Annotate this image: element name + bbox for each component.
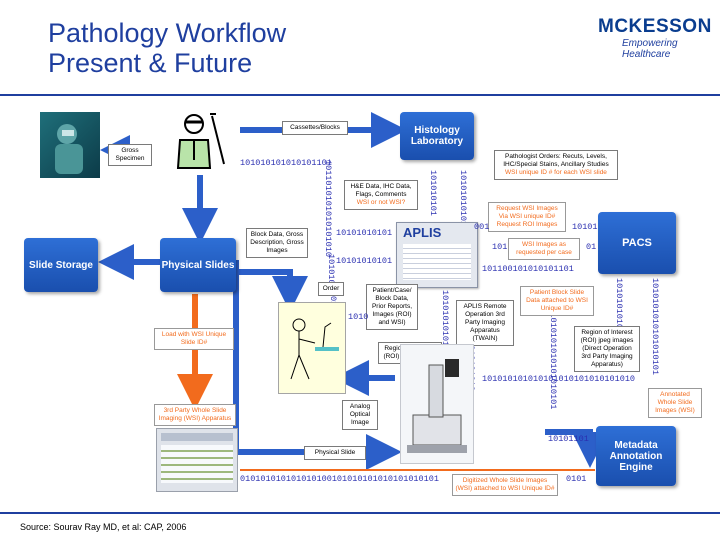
logo-tagline: Empowering Healthcare [622, 38, 678, 60]
aplis-logo: APLIS [403, 225, 442, 240]
binary-stream: 10101 [572, 222, 598, 232]
binary-stream: 10101010101 [336, 256, 393, 266]
microscope-icon [407, 359, 467, 453]
binary-stream-vertical: 101010101 [428, 170, 438, 216]
order-label: Order [318, 282, 344, 296]
binary-stream: 1010 [348, 312, 369, 322]
binary-stream-vertical: 1010101010101010101 [650, 278, 660, 375]
cassettes-label: Cassettes/Blocks [282, 121, 348, 135]
pacs-node[interactable]: PACS [598, 212, 676, 274]
third-party-wsi-label: 3rd Party Whole Slide Imaging (WSI) Appa… [154, 404, 236, 426]
block-data-label: Block Data, Gross Description, Gross Ima… [246, 228, 308, 258]
wsi-or-not-text: WSI or not WSI? [356, 199, 406, 206]
surgeon-photo [40, 112, 100, 178]
binary-stream: 101010101010101010101010101010 [482, 374, 636, 384]
wsi-unique-id-text: WSI unique ID # for each WSI slide [505, 169, 607, 176]
mckesson-logo: MCKESSON [598, 16, 712, 37]
he-data-text: H&E Data, IHC Data, Flags, Comments [350, 183, 412, 198]
binary-stream: 10101101 [548, 434, 589, 444]
aplis-remote-label: APLIS Remote Operation 3rd Party Imaging… [456, 300, 514, 346]
binary-stream: 01 [586, 242, 597, 252]
person-at-microscope-icon [290, 318, 339, 380]
patient-block-slide-label: Patient Block Slide Data attached to WSI… [520, 286, 594, 316]
binary-stream: 101100101010101101 [482, 264, 574, 274]
footer-rule [0, 512, 720, 514]
roi-direct-label: Region of Interest (ROI) jpeg images (Di… [574, 326, 640, 372]
microscope-scanner-image [400, 344, 474, 464]
binary-stream: 101 [492, 242, 508, 252]
title-line-1: Pathology Workflow [48, 18, 287, 48]
wsi-software-screenshot [156, 428, 238, 492]
he-data-label: H&E Data, IHC Data, Flags, Comments WSI … [344, 180, 418, 210]
annotated-wsi-label: Annotated Whole Slide Images (WSI) [648, 388, 702, 418]
binary-stream-vertical: 101010101010 [614, 278, 624, 340]
microscope-user-illustration [278, 302, 346, 394]
aplis-screen [403, 244, 471, 280]
aplis-system[interactable]: APLIS [396, 222, 478, 288]
gross-specimen-label: Gross Specimen [108, 144, 152, 166]
binary-stream: 001 [474, 222, 490, 232]
binary-stream: 0101 [566, 474, 587, 484]
title-line-2: Present & Future [48, 48, 253, 78]
binary-stream-vertical: 101010101010 [440, 290, 450, 352]
patient-case-label: Patient/Case/ Block Data, Prior Reports,… [366, 284, 418, 330]
wsi-as-requested-label: WSI Images as requested per case [508, 238, 580, 260]
binary-stream: 101010101010101101 [240, 158, 332, 168]
binary-stream: 10101010101 [336, 228, 393, 238]
metadata-annotation-engine[interactable]: Metadata Annotation Engine [596, 426, 676, 486]
pathologist-orders-text: Pathologist Orders: Recuts, Levels, IHC/… [503, 153, 609, 168]
request-wsi-label: Request WSI Images Via WSI unique ID# Re… [488, 202, 566, 232]
surgeon-figure [55, 124, 83, 174]
binary-stream-vertical: 10101010101010101010101 [548, 292, 558, 410]
digitized-wsi-label: Digitized Whole Slide Images (WSI) attac… [452, 474, 558, 496]
binary-stream: 010101010101010100101010101010101010101 [240, 474, 439, 484]
binary-stream-vertical: 10101010101 [458, 170, 468, 227]
page-title: Pathology Workflow Present & Future [48, 18, 286, 78]
pathologist-icon [176, 113, 225, 169]
physical-slides[interactable]: Physical Slides [160, 238, 236, 292]
header-rule [0, 94, 720, 96]
physical-slide-label: Physical Slide [304, 446, 366, 460]
pathologist-orders-label: Pathologist Orders: Recuts, Levels, IHC/… [494, 150, 618, 180]
load-wsi-label: Load with WSI Unique Slide ID# [154, 328, 234, 350]
analog-optical-label: Analog Optical Image [342, 400, 378, 430]
source-citation: Source: Sourav Ray MD, et al: CAP, 2006 [20, 522, 187, 532]
slide-storage[interactable]: Slide Storage [24, 238, 98, 292]
histology-laboratory[interactable]: Histology Laboratory [400, 112, 474, 160]
binary-stream-vertical: 10101010 [326, 254, 336, 295]
binary-stream-vertical: 1011010101010101010 [323, 160, 333, 257]
